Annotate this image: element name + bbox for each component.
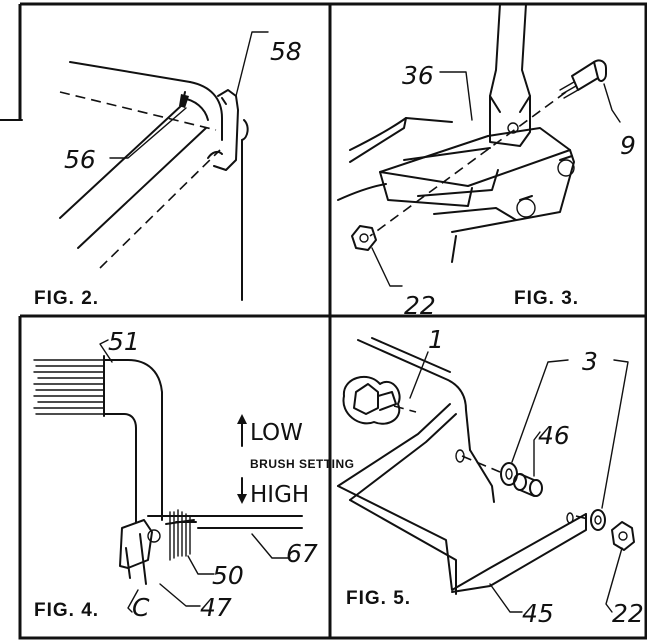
fig5-bolt-1 bbox=[342, 375, 417, 425]
fig2-bracket bbox=[207, 89, 249, 301]
fig5-leaders bbox=[409, 351, 629, 613]
fig2-caption: FIG. 2. bbox=[34, 288, 99, 309]
fig4-callout-47: 47 bbox=[200, 593, 232, 622]
fig4-leaders bbox=[99, 339, 291, 613]
fig3-handle-socket bbox=[489, 3, 531, 147]
fig4-callout-50: 50 bbox=[212, 561, 244, 590]
fig2-callout-58: 58 bbox=[270, 37, 302, 66]
fig4-callout-67: 67 bbox=[286, 539, 318, 568]
fig5-callout-3: 3 bbox=[582, 347, 598, 376]
fig4-legend-high: HIGH bbox=[250, 482, 309, 508]
fig2-callout-56: 56 bbox=[64, 145, 96, 174]
fig5-washer-3b bbox=[590, 509, 606, 531]
figure-5: 1 3 46 45 22 FIG. 5. bbox=[337, 325, 644, 628]
fig4-handle-tube bbox=[103, 359, 163, 523]
figure-3: 36 9 22 FIG. 3. bbox=[337, 3, 636, 320]
fig5-callout-45: 45 bbox=[522, 599, 554, 628]
fig3-bolt-9 bbox=[559, 59, 607, 99]
fig4-legend-brush-setting: BRUSH SETTING bbox=[250, 457, 355, 471]
fig3-callout-22: 22 bbox=[404, 291, 436, 320]
fig3-leaders bbox=[369, 71, 621, 287]
fig5-spacer-46 bbox=[513, 473, 543, 497]
fig5-callout-46: 46 bbox=[538, 421, 570, 450]
fig5-callout-22: 22 bbox=[612, 599, 644, 628]
fig3-caption: FIG. 3. bbox=[514, 288, 579, 309]
fig4-adjuster-bar bbox=[147, 515, 303, 529]
fig3-base-plate bbox=[337, 117, 575, 263]
fig5-callout-1: 1 bbox=[428, 325, 444, 354]
figure-4: LOW BRUSH SETTING HIGH 51 67 50 47 C FIG… bbox=[33, 327, 355, 622]
fig2-leaders bbox=[109, 31, 269, 159]
fig5-bracket-45 bbox=[337, 337, 587, 595]
fig5-nut-22 bbox=[611, 521, 635, 551]
fig3-nut-22 bbox=[351, 225, 377, 251]
fig3-callout-36: 36 bbox=[402, 61, 434, 90]
fig2-handle-tube bbox=[59, 61, 223, 269]
figure-2: 58 56 FIG. 2. bbox=[34, 31, 302, 309]
fig4-setting-legend: LOW BRUSH SETTING HIGH bbox=[237, 414, 355, 508]
fig5-caption: FIG. 5. bbox=[346, 588, 411, 609]
fig4-spring-and-clip bbox=[119, 509, 195, 585]
fig4-callout-c: C bbox=[132, 593, 150, 622]
fig4-callout-51: 51 bbox=[108, 327, 140, 356]
fig4-legend-low: LOW bbox=[250, 420, 303, 446]
fig4-caption: FIG. 4. bbox=[34, 600, 99, 621]
fig4-brush-bristles bbox=[33, 355, 105, 417]
fig3-callout-9: 9 bbox=[620, 131, 636, 160]
